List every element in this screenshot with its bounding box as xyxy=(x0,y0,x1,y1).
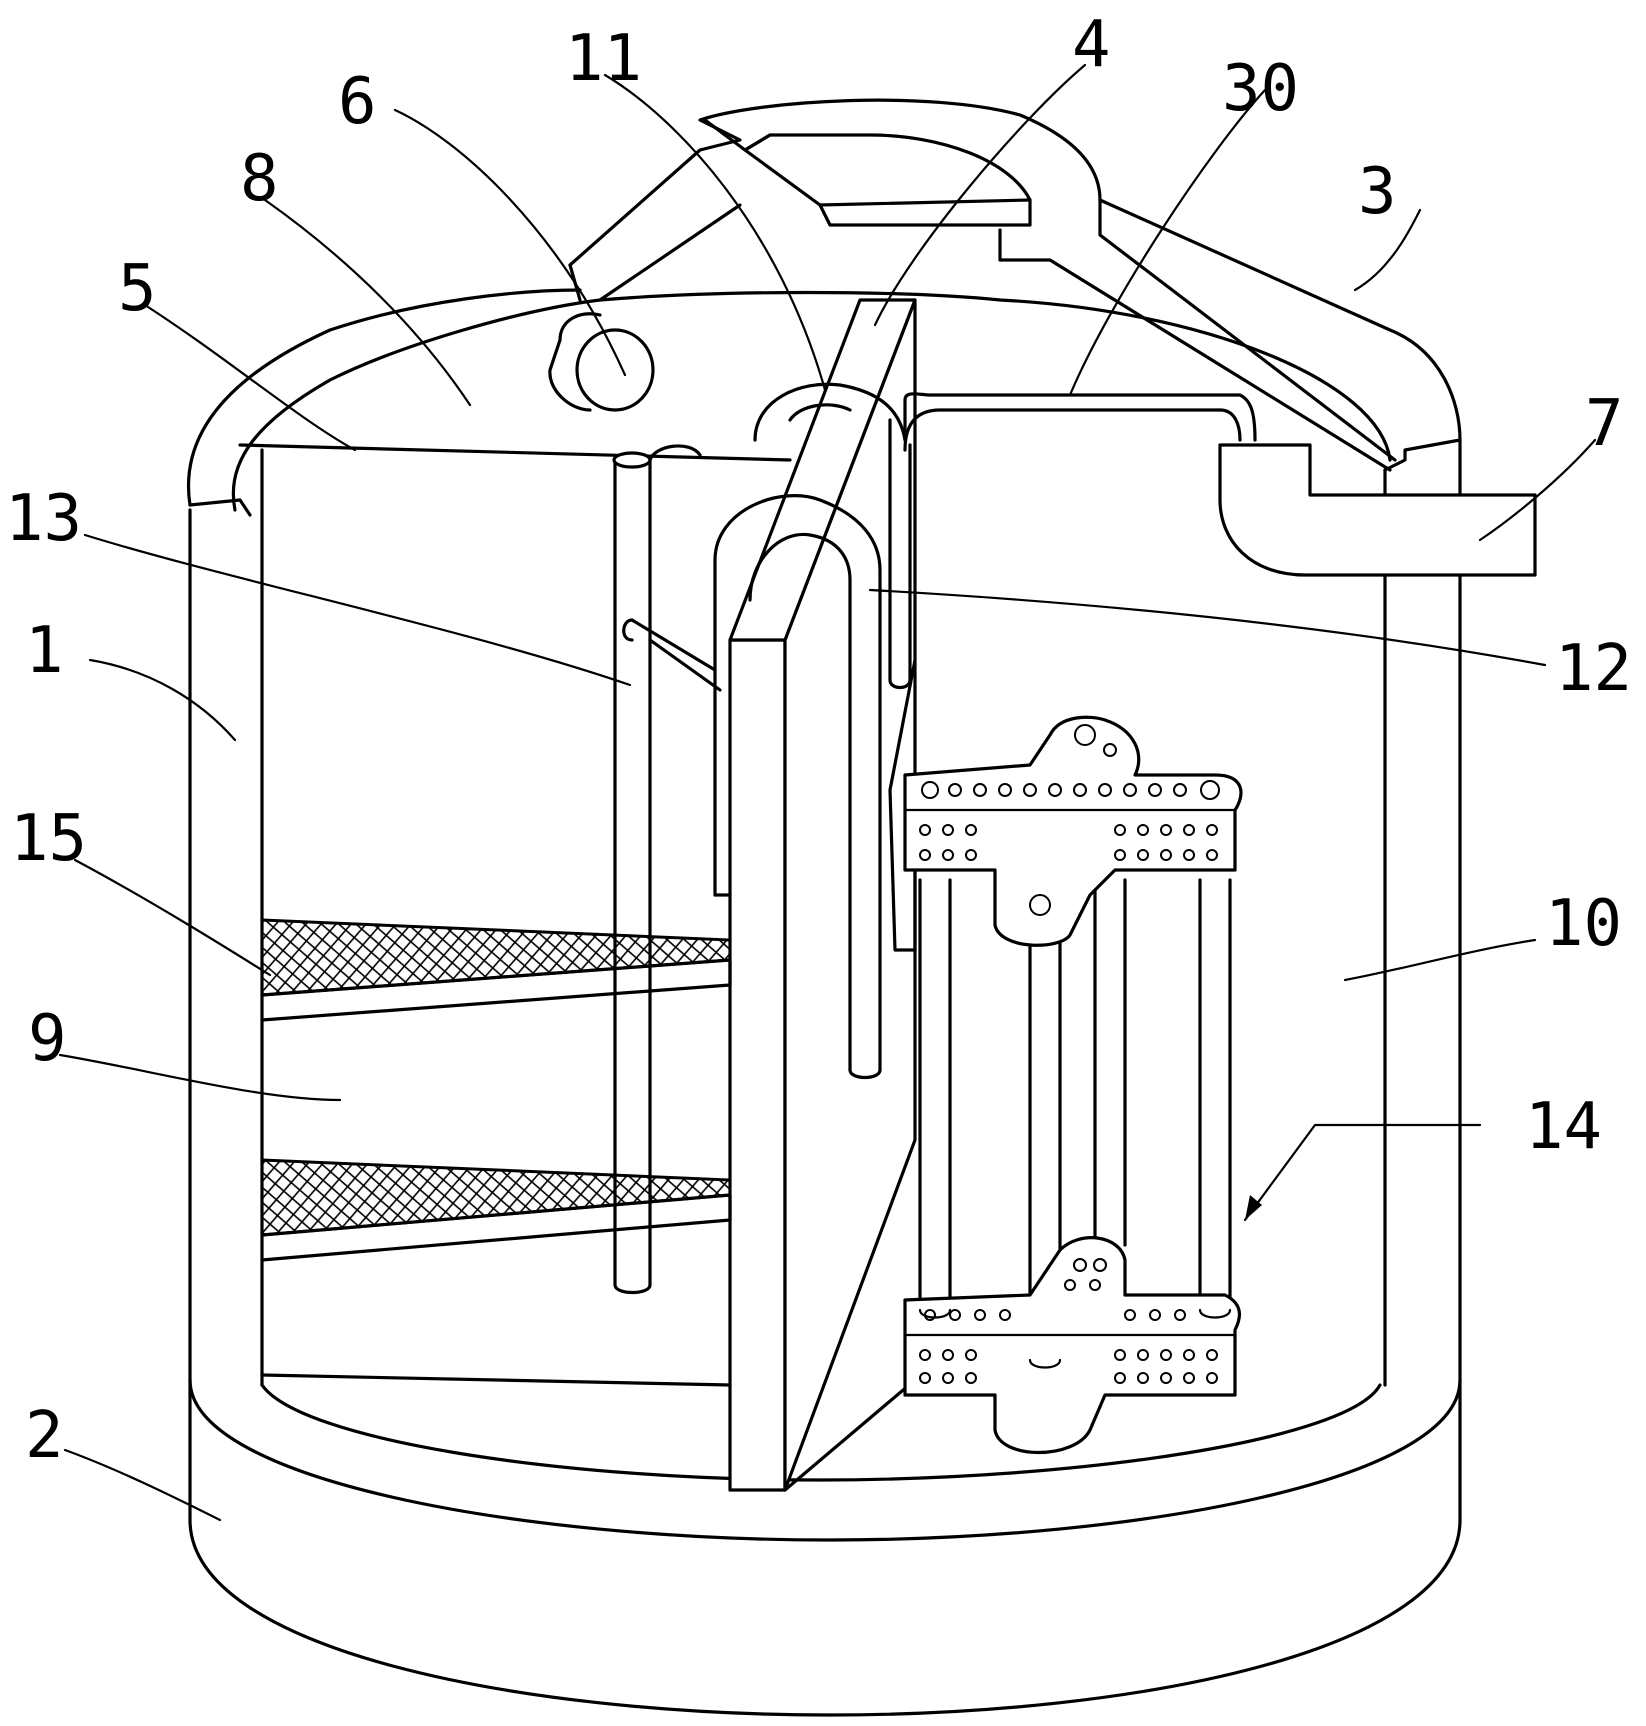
u-pipe xyxy=(713,494,882,1080)
label-11: 11 xyxy=(565,22,642,96)
label-1: 1 xyxy=(25,614,64,688)
label-3: 3 xyxy=(1358,155,1397,229)
label-6: 6 xyxy=(338,65,377,139)
tank-lid xyxy=(568,98,1462,472)
label-30: 30 xyxy=(1222,52,1299,126)
base-ring xyxy=(188,1378,1462,1717)
label-9: 9 xyxy=(28,1002,67,1076)
label-10: 10 xyxy=(1545,887,1622,961)
label-13: 13 xyxy=(5,482,82,556)
label-7: 7 xyxy=(1585,387,1624,461)
partition-wall xyxy=(238,298,917,1492)
label-5: 5 xyxy=(118,252,157,326)
label-8: 8 xyxy=(240,142,279,216)
vertical-rod xyxy=(612,444,722,1295)
label-14: 14 xyxy=(1525,1090,1602,1164)
cage-holes xyxy=(919,724,1220,1384)
siphon-pipe xyxy=(753,382,1257,952)
filter-cage xyxy=(903,715,1243,1455)
label-15: 15 xyxy=(10,802,87,876)
leader-lines xyxy=(58,63,1597,1522)
mesh-trays xyxy=(260,918,732,1262)
tank-body xyxy=(186,288,1462,1387)
label-12: 12 xyxy=(1555,632,1632,706)
label-4: 4 xyxy=(1072,8,1111,82)
outlet-pipe xyxy=(1218,443,1537,577)
reference-labels: 1 2 3 4 5 6 7 8 9 10 11 12 13 14 15 30 xyxy=(5,8,1632,1473)
inlet-pipe xyxy=(548,312,655,412)
label-2: 2 xyxy=(25,1399,64,1473)
